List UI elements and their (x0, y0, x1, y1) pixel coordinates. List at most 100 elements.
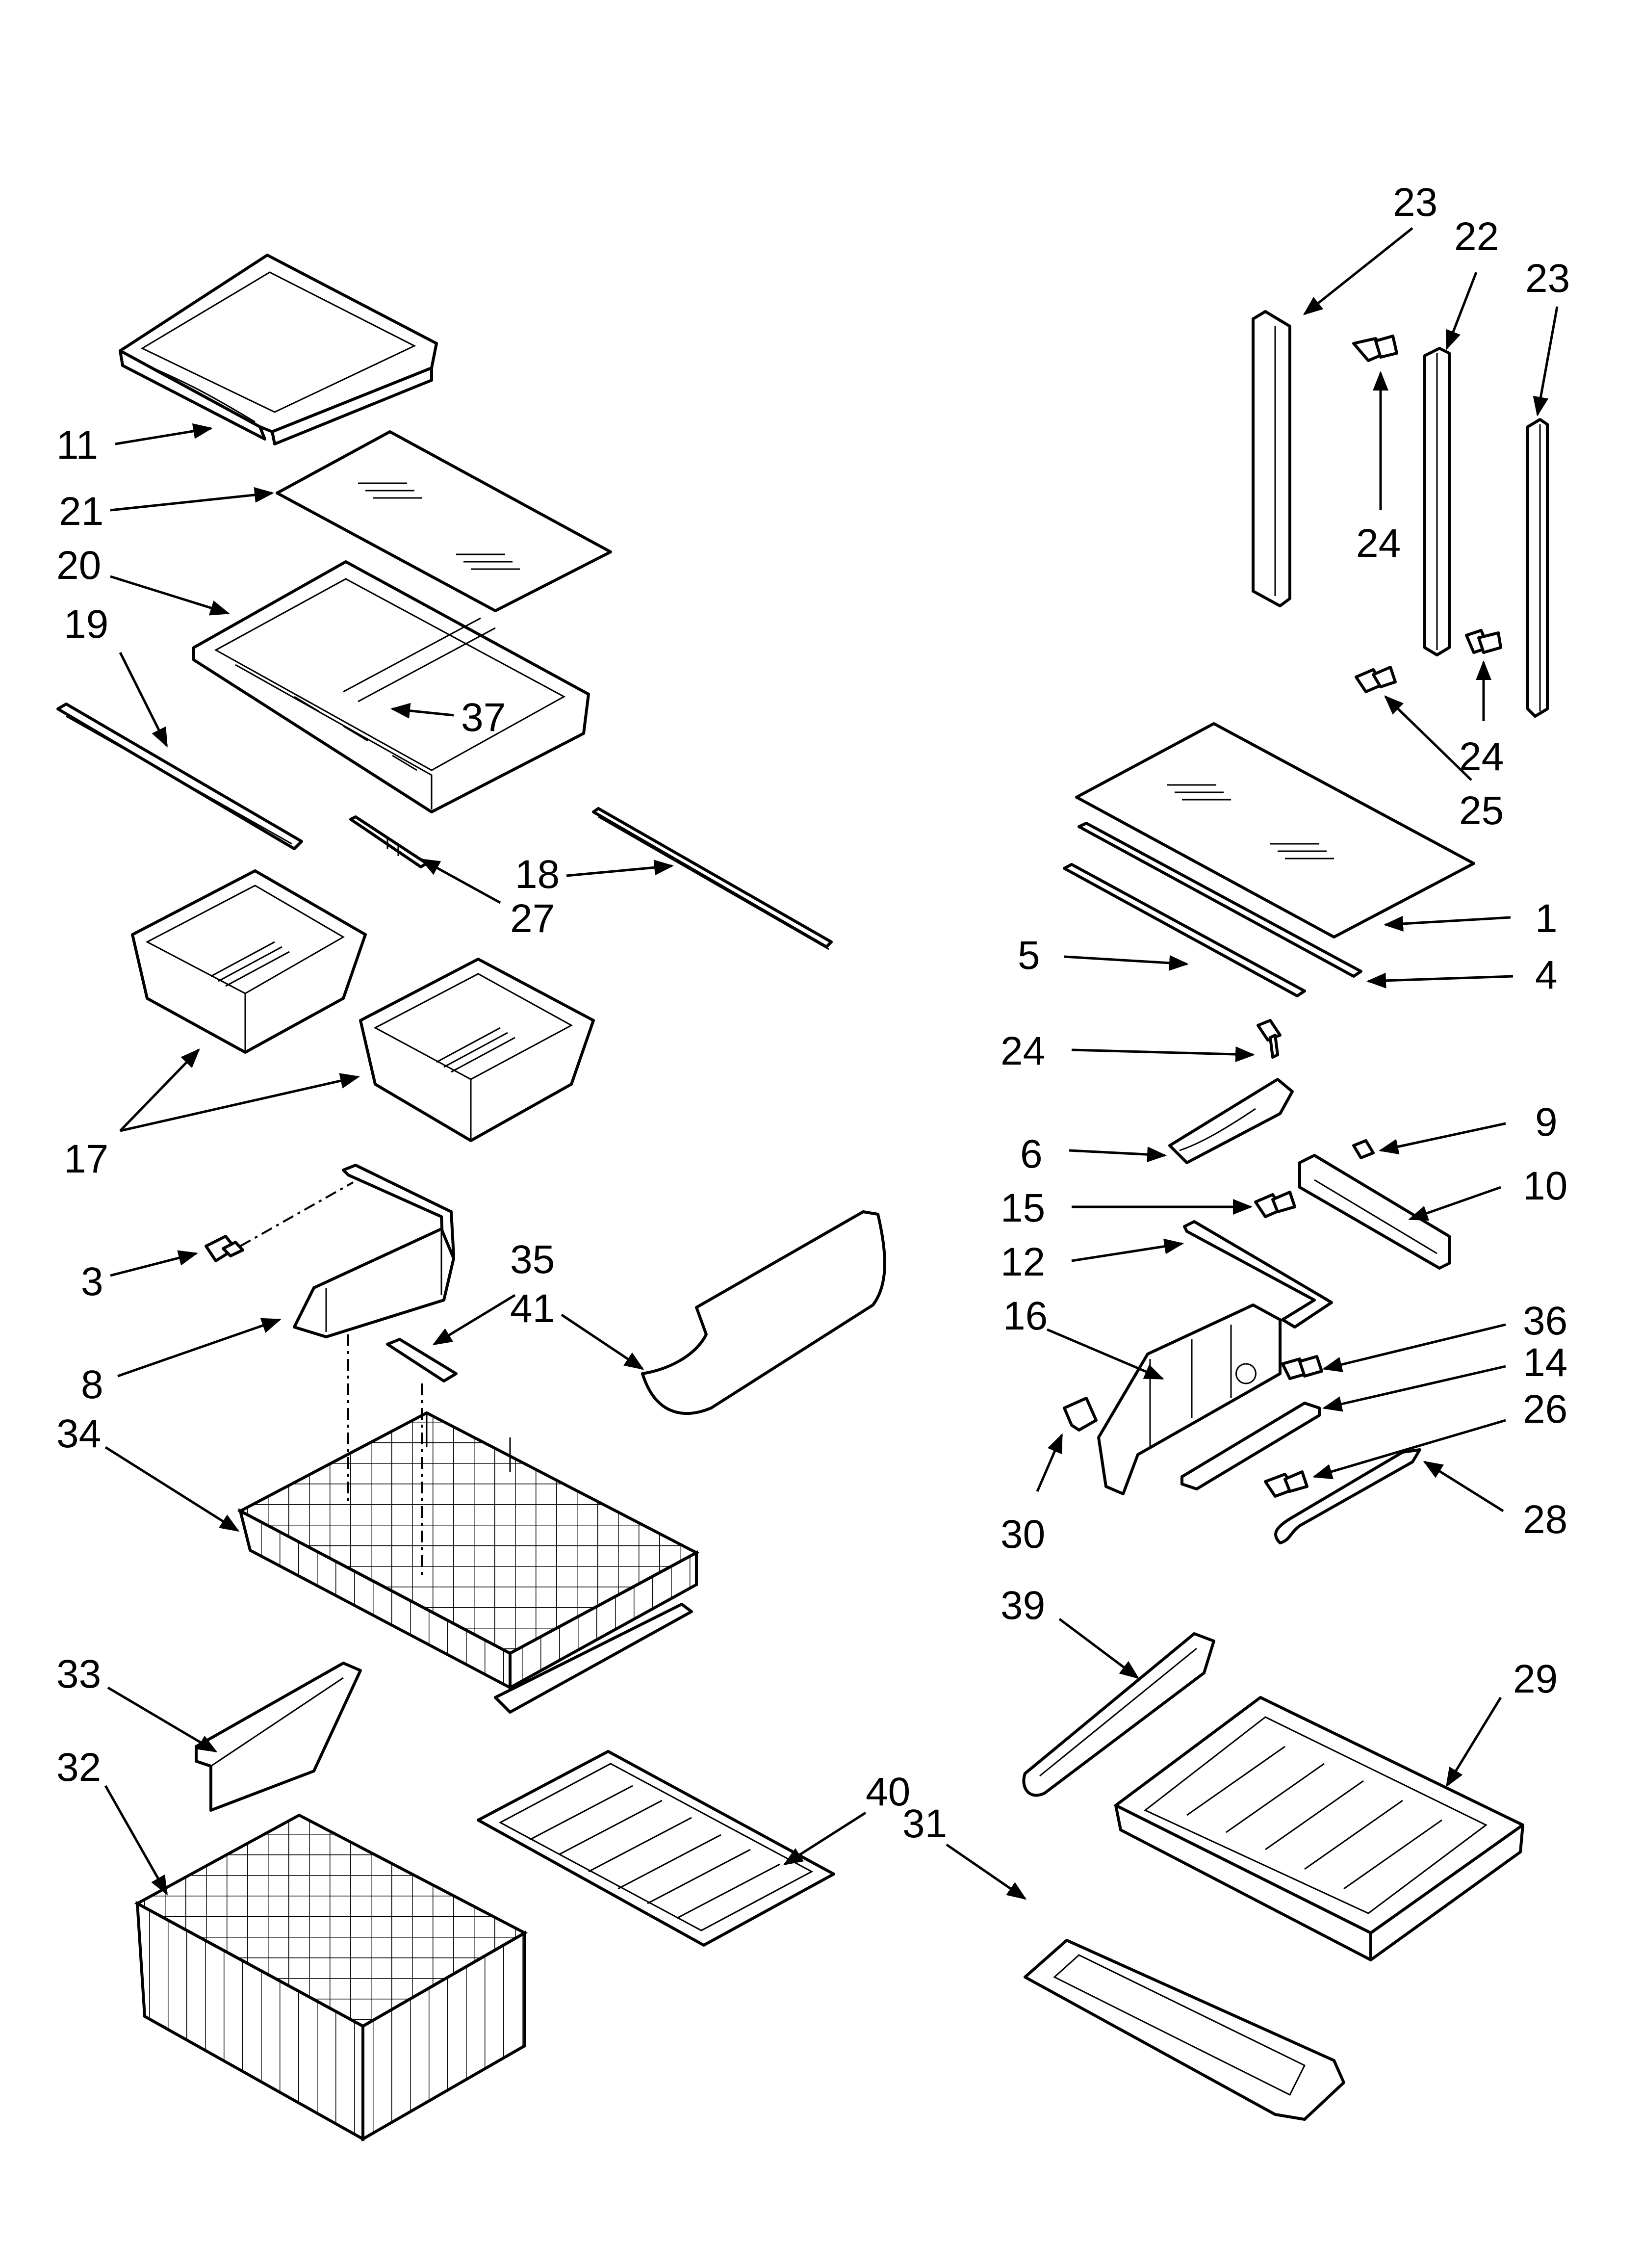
part-28-rod (1274, 1448, 1421, 1544)
svg-text:4: 4 (1535, 953, 1558, 997)
svg-text:6: 6 (1020, 1132, 1043, 1176)
svg-text:25: 25 (1459, 788, 1504, 833)
callout-39: 39 (1001, 1583, 1140, 1679)
callout-9: 9 (1379, 1100, 1558, 1155)
part-16-housing (1097, 1303, 1282, 1495)
svg-text:8: 8 (81, 1362, 103, 1407)
callout-23a: 23 (1303, 180, 1437, 315)
svg-text:12: 12 (1001, 1240, 1045, 1284)
svg-text:14: 14 (1523, 1340, 1567, 1385)
svg-text:11: 11 (56, 423, 98, 468)
svg-text:16: 16 (1003, 1294, 1048, 1338)
callout-1: 1 (1384, 896, 1558, 941)
callout-25: 25 (1384, 695, 1504, 833)
svg-text:15: 15 (1001, 1186, 1045, 1230)
callout-12: 12 (1001, 1238, 1184, 1284)
svg-text:24: 24 (1356, 521, 1401, 566)
svg-text:39: 39 (1001, 1583, 1045, 1628)
svg-text:34: 34 (56, 1411, 101, 1456)
callout-29: 29 (1445, 1657, 1558, 1788)
callout-19: 19 (64, 602, 168, 748)
callout-8: 8 (81, 1318, 282, 1407)
svg-text:23: 23 (1525, 256, 1570, 301)
svg-text:29: 29 (1513, 1657, 1558, 1701)
callout-41: 41 (510, 1286, 644, 1370)
part-18-rail (592, 807, 833, 950)
part-11-shelf-frame (119, 254, 438, 445)
callout-27: 27 (420, 858, 555, 941)
part-17-crisper-drawer-left (131, 869, 367, 1054)
callout-40: 40 (783, 1770, 910, 1866)
part-34-upper-basket (237, 1411, 700, 1714)
callout-33: 33 (56, 1652, 218, 1753)
part-1-glass-shelf (1075, 722, 1475, 938)
part-31-handle-trim (1024, 1939, 1345, 2121)
svg-text:17: 17 (64, 1137, 108, 1181)
part-6-bracket (1168, 1078, 1294, 1164)
part-24-screw-mid (1257, 1019, 1282, 1059)
part-3-screw (205, 1235, 244, 1262)
callout-24b: 24 (1459, 660, 1504, 779)
svg-text:21: 21 (59, 489, 103, 534)
part-15-screw (1254, 1191, 1296, 1218)
part-10-rail-bracket (1298, 1154, 1451, 1270)
svg-text:37: 37 (461, 695, 506, 740)
callout-31: 31 (902, 1801, 1027, 1900)
part-24-screw-top (1352, 335, 1398, 362)
callout-35: 35 (432, 1237, 555, 1346)
callout-24c: 24 (1001, 1029, 1255, 1073)
part-36-screw (1281, 1355, 1323, 1380)
part-23-rail-left (1252, 310, 1291, 607)
screw-axis-line (240, 1181, 354, 1247)
part-24-screw-bottom (1465, 629, 1502, 654)
callout-26: 26 (1312, 1387, 1567, 1480)
part-27-slide (349, 815, 428, 868)
svg-text:1: 1 (1535, 896, 1558, 941)
svg-text:35: 35 (510, 1237, 555, 1282)
svg-text:36: 36 (1523, 1299, 1567, 1343)
part-40-tray (477, 1750, 835, 1947)
callout-16: 16 (1003, 1294, 1164, 1380)
svg-text:18: 18 (515, 852, 560, 897)
callout-21: 21 (59, 487, 274, 534)
svg-text:9: 9 (1535, 1100, 1558, 1145)
callout-14: 14 (1322, 1340, 1567, 1412)
callout-11: 11 (56, 423, 213, 468)
part-8-bracket (293, 1164, 455, 1338)
svg-text:19: 19 (64, 602, 108, 647)
callout-15: 15 (1001, 1186, 1253, 1230)
callout-6: 6 (1020, 1132, 1167, 1176)
part-41-cover (641, 1210, 886, 1415)
part-33-divider (195, 1662, 362, 1812)
part-39-rail (1022, 1632, 1215, 1797)
svg-text:30: 30 (1001, 1512, 1045, 1557)
callout-28: 28 (1423, 1460, 1567, 1542)
svg-text:23: 23 (1393, 180, 1437, 225)
part-26-screw (1264, 1470, 1308, 1498)
callout-36: 36 (1322, 1299, 1567, 1373)
callout-32: 32 (56, 1745, 168, 1896)
part-5-rear-trim (1063, 863, 1306, 997)
callout-4: 4 (1366, 953, 1558, 997)
callout-34: 34 (56, 1411, 240, 1532)
callout-3: 3 (81, 1250, 198, 1304)
part-32-lower-basket (134, 1813, 528, 2142)
part-22-rail-center (1423, 347, 1451, 656)
part-4-front-trim (1078, 822, 1362, 978)
svg-text:22: 22 (1454, 214, 1499, 259)
callout-30: 30 (1001, 1433, 1063, 1557)
part-30-clip (1063, 1397, 1098, 1432)
part-19-trim (56, 703, 303, 850)
part-29-pan (1114, 1696, 1524, 1961)
callout-37: 37 (390, 695, 506, 740)
svg-text:20: 20 (56, 543, 101, 588)
part-35-spacer (386, 1338, 458, 1382)
svg-text:40: 40 (866, 1770, 910, 1814)
svg-text:32: 32 (56, 1745, 101, 1790)
part-12-wire-link (1183, 1220, 1333, 1329)
part-9-clip (1352, 1139, 1375, 1159)
svg-text:33: 33 (56, 1652, 101, 1696)
callout-10: 10 (1408, 1164, 1567, 1221)
svg-text:41: 41 (510, 1286, 555, 1331)
